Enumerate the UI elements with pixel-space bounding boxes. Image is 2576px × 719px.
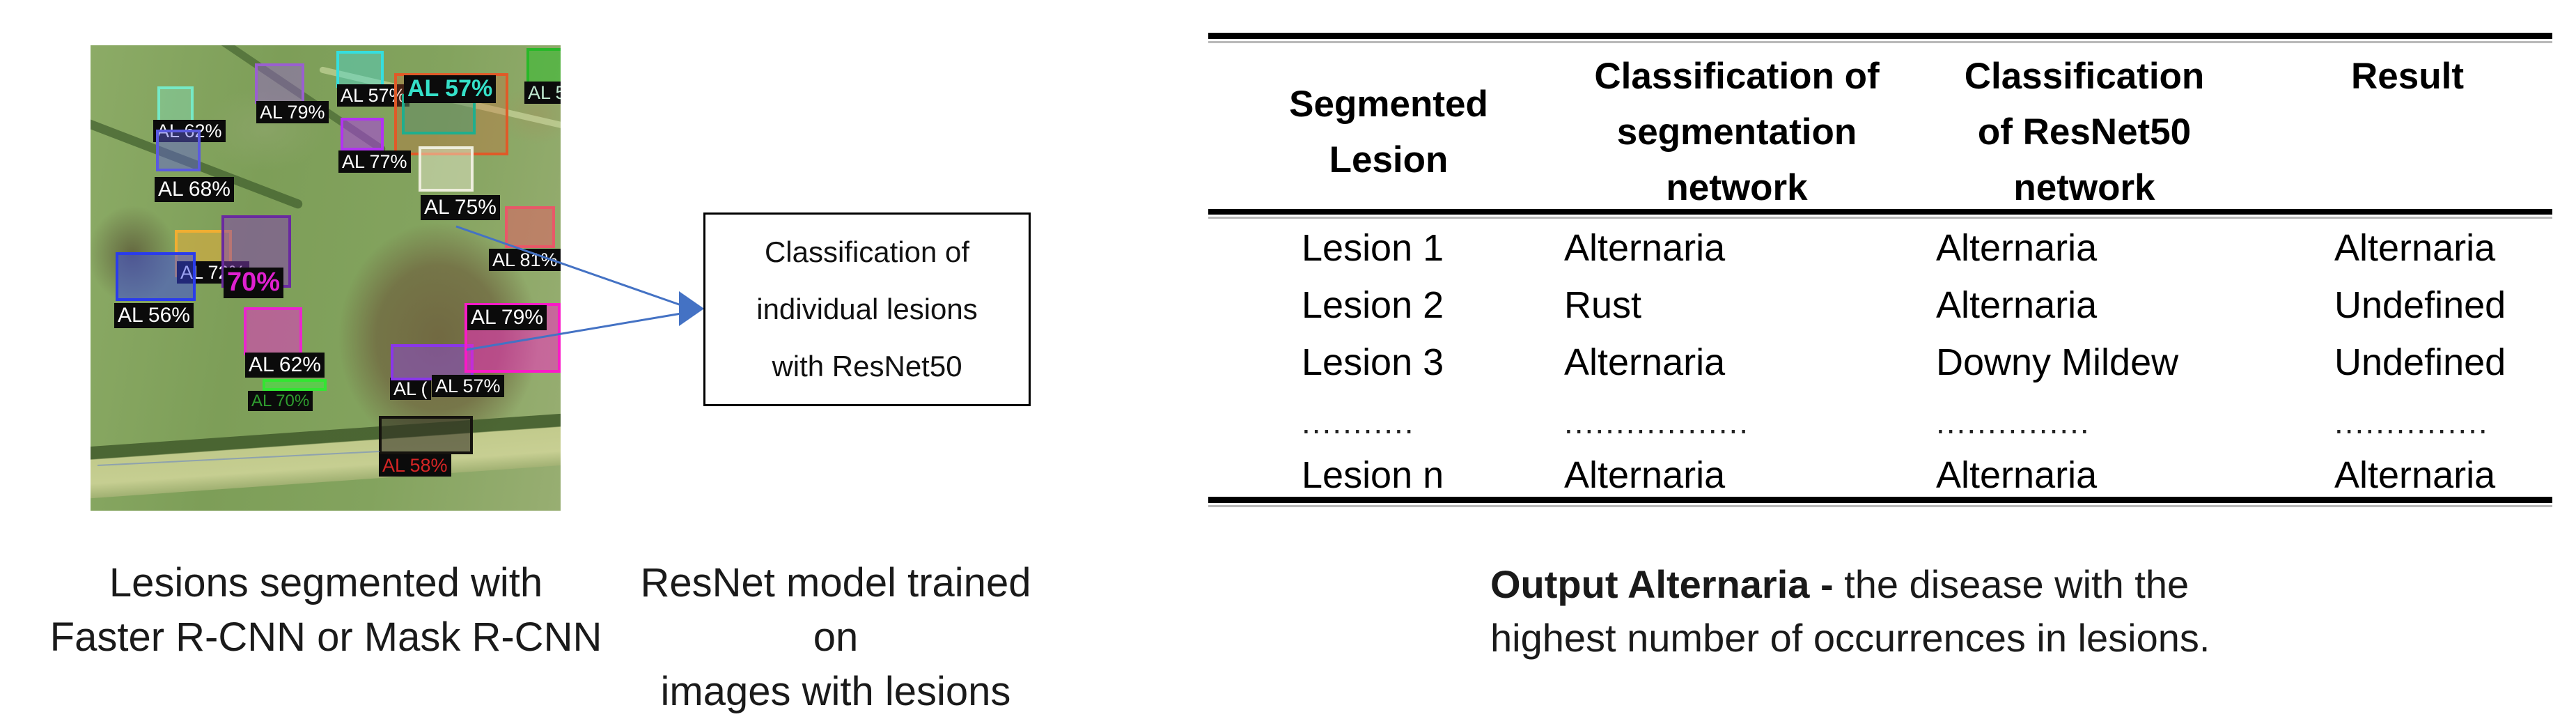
lesion-box (341, 118, 384, 150)
lesion-box (255, 63, 304, 104)
lesion-box (379, 416, 473, 454)
table-cell: Undefined (2334, 284, 2506, 326)
caption-line: ResNet model trained on (640, 560, 1031, 660)
caption-segmentation: Lesions segmented with Faster R-CNN or M… (13, 556, 639, 665)
lesion-label: AL 68% (155, 177, 234, 202)
table-cell: Alternaria (1564, 454, 1726, 496)
table-cell: Alternaria (2334, 454, 2496, 496)
lesion-label: AL 75% (421, 195, 500, 220)
table-cell: Alternaria (1564, 341, 1726, 383)
lesion-box (156, 130, 201, 171)
table-ellipsis-cell: .................. (1564, 404, 1750, 440)
table-top-rule-shadow (1208, 41, 2552, 43)
table-cell: Alternaria (1564, 227, 1726, 269)
lesion-label: AL ( (390, 378, 431, 401)
lesion-label: AL 56% (114, 303, 194, 328)
lesion-label: AL 57% (404, 75, 497, 103)
table-cell: Lesion 1 (1302, 227, 1444, 269)
table-cell: Lesion n (1302, 454, 1444, 496)
table-cell: Alternaria (1936, 454, 2098, 496)
table-bottom-rule-shadow (1208, 505, 2552, 507)
caption-line: Lesions segmented with (109, 560, 543, 605)
lesion-label: AL 79% (256, 101, 329, 124)
table-ellipsis-cell: ............... (1936, 404, 2091, 440)
classification-box: Classification of individual lesions wit… (703, 212, 1031, 406)
table-cell: Alternaria (2334, 227, 2496, 269)
table-ellipsis-cell: ............... (2334, 404, 2489, 440)
table-cell: Lesion 3 (1302, 341, 1444, 383)
lesion-label: AL 77% (338, 150, 411, 173)
caption-line: highest number of occurrences in lesions… (1490, 616, 2210, 660)
table-mid-rule (1208, 209, 2552, 215)
lesion-label: AL 57% (432, 375, 504, 398)
caption-output-rest: the disease with the (1844, 562, 2189, 606)
table-cell: Lesion 2 (1302, 284, 1444, 326)
table-mid-rule-shadow (1208, 217, 2552, 219)
lesion-box (116, 252, 196, 301)
table-bottom-rule (1208, 497, 2552, 503)
classification-box-line: Classification of (764, 235, 970, 268)
table-top-rule (1208, 33, 2552, 39)
lesion-label: AL 70% (248, 391, 313, 412)
classification-box-line: individual lesions (756, 293, 978, 325)
caption-line: Faster R-CNN or Mask R-CNN (49, 614, 602, 660)
table-cell: Alternaria (1936, 284, 2098, 326)
table-header-cell: Result (2351, 56, 2464, 97)
lesion-label: AL 5 (524, 82, 561, 105)
table-cell: Downy Mildew (1936, 341, 2179, 383)
caption-line: Output Alternaria - the disease with the (1490, 557, 2382, 611)
lesion-label: AL 62% (245, 353, 325, 378)
table-cell: Undefined (2334, 341, 2506, 383)
figure-canvas: AL 62% AL 79% AL 57% AL 5 AL 57% AL 77% AL 75%… (13, 33, 2552, 714)
caption-output: Output Alternaria - the disease with the… (1490, 557, 2382, 665)
table-cell: Alternaria (1936, 227, 2098, 269)
table-ellipsis-cell: ........... (1302, 404, 1415, 440)
lesion-label: 70% (224, 268, 284, 298)
classification-box-line: with ResNet50 (772, 350, 962, 382)
lesion-box (157, 86, 194, 125)
lesion-box (419, 146, 474, 192)
caption-output-bold: Output Alternaria - (1490, 562, 1845, 606)
lesion-label: AL 58% (379, 454, 451, 477)
lesion-box (263, 379, 327, 391)
table-cell: Rust (1564, 284, 1642, 326)
